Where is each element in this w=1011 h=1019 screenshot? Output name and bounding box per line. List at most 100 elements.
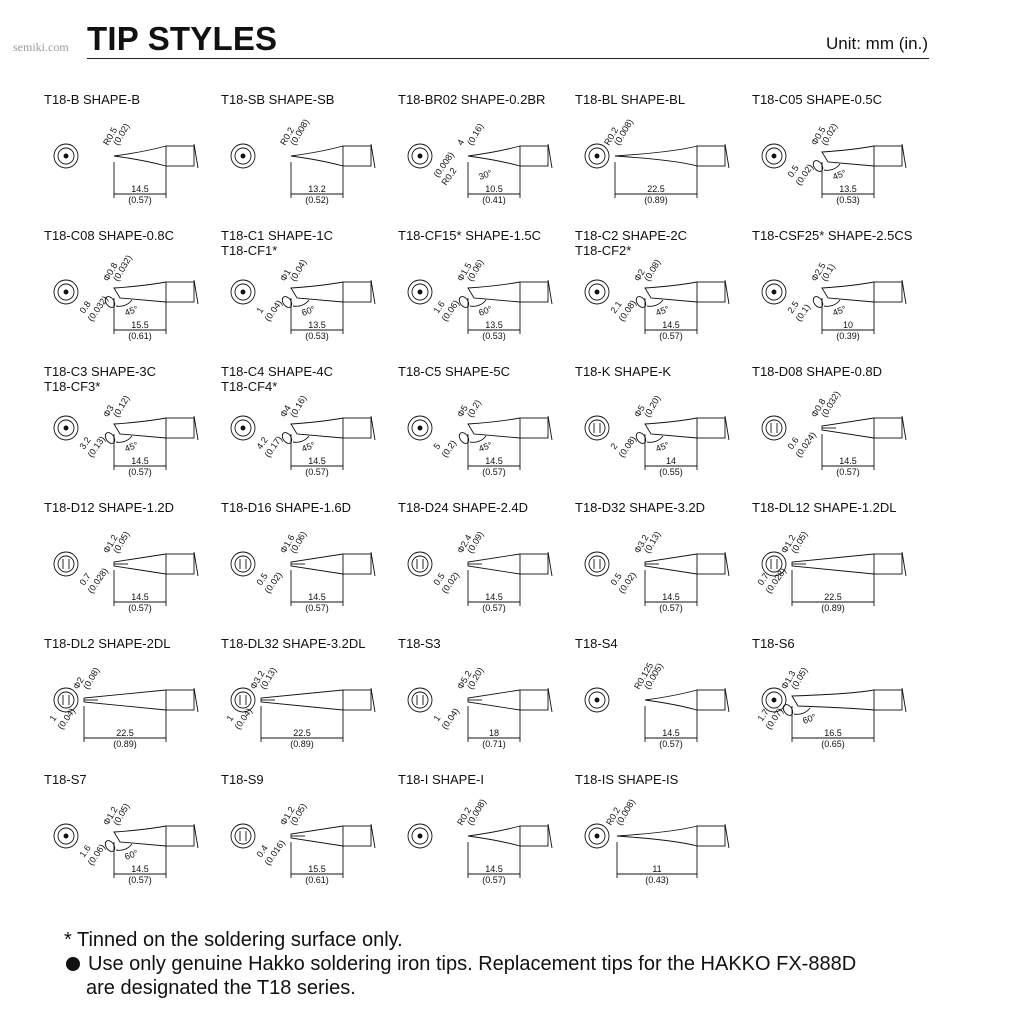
end-view-inner [411, 827, 429, 845]
dimension-label: 15.5 [131, 320, 149, 330]
tip-alt-model-label: T18-CF4* [221, 379, 278, 394]
dimension-label: (0.43) [645, 875, 669, 885]
tip-collar [696, 145, 726, 167]
tip-model-label: T18-DL2 SHAPE-2DL [44, 636, 171, 651]
tip-drawing: 14.5(0.57)Φ3.2(0.13)0.5(0.02) [584, 530, 730, 613]
tip-collar [519, 825, 549, 847]
dimension-label: 13.5 [839, 184, 857, 194]
tip-collar [165, 825, 195, 847]
tip-drawing: 14.5(0.57)R0.125(0.005) [584, 661, 730, 749]
dimension-label: 45° [831, 304, 848, 318]
dimension-label: 1 [47, 713, 58, 723]
dimension-label: 45° [123, 304, 140, 318]
end-view-inner [588, 283, 606, 301]
dimension-label: 14.5 [308, 592, 326, 602]
end-view-outer [53, 279, 79, 305]
dimension-label: 45° [300, 440, 317, 454]
end-view-inner [765, 147, 783, 165]
tip-model-label: T18-D32 SHAPE-3.2D [575, 500, 706, 515]
dimension-label: 45° [654, 440, 671, 454]
end-view-inner [588, 419, 606, 437]
tip-alt-model-label: T18-CF3* [44, 379, 101, 394]
end-view-inner [588, 555, 606, 573]
end-view-inner [411, 691, 429, 709]
tip-collar [165, 553, 195, 575]
tip-model-label: T18-D08 SHAPE-0.8D [752, 364, 883, 379]
end-view-outer [584, 551, 610, 577]
tip-collar [873, 281, 903, 303]
tip-drawing: 10(0.39)Φ2.5(0.1)2.5(0.1)45° [761, 261, 907, 341]
page-title: TIP STYLES [87, 20, 278, 57]
dimension-label: 10.5 [485, 184, 503, 194]
dimension-label: (0.89) [644, 195, 668, 205]
tip-collar [519, 553, 549, 575]
tip-drawing: 16.5(0.65)Φ1.3(0.05)1.7(0.07)60° [755, 666, 907, 749]
tip-model-label: T18-C5 SHAPE-5C [398, 364, 510, 379]
tip-collar [519, 689, 549, 711]
end-view-inner [234, 827, 252, 845]
end-view-inner [588, 691, 606, 709]
tip-collar [873, 553, 903, 575]
dimension-label: 14.5 [131, 456, 149, 466]
end-view-outer [761, 143, 787, 169]
end-view-inner [57, 283, 75, 301]
tip-model-label: T18-DL32 SHAPE-3.2DL [221, 636, 366, 651]
dimension-label: 14.5 [839, 456, 857, 466]
dimension-label: 30° [477, 168, 494, 182]
end-view-outer [230, 143, 256, 169]
tip-drawing: 13.5(0.53)Φ1.5(0.06)1.6(0.06)60° [407, 258, 553, 341]
tip-model-label: T18-K SHAPE-K [575, 364, 672, 379]
dimension-label: (0.16) [465, 122, 485, 147]
end-view-outer [407, 823, 433, 849]
dimension-label: (0.57) [482, 603, 506, 613]
notes: * Tinned on the soldering surface only. … [64, 928, 856, 1000]
tip-collar [165, 689, 195, 711]
dimension-label: (0.65) [821, 739, 845, 749]
title-rule [87, 58, 929, 59]
dimension-label: (0.53) [482, 331, 506, 341]
dimension-label: 45° [654, 304, 671, 318]
tip-model-label: T18-B SHAPE-B [44, 92, 141, 107]
end-view-inner [765, 691, 783, 709]
dimension-label: (0.2) [439, 438, 458, 459]
dimension-label: 10 [843, 320, 853, 330]
tip-model-label: T18-BR02 SHAPE-0.2BR [398, 92, 546, 107]
end-view-outer [53, 415, 79, 441]
dimension-label: (0.89) [113, 739, 137, 749]
dimension-label: (0.20) [642, 394, 662, 419]
dimension-label: 60° [801, 712, 818, 726]
dimension-label: 14.5 [662, 320, 680, 330]
dimension-label: 14.5 [131, 592, 149, 602]
dimension-label: (0.53) [836, 195, 860, 205]
end-view-outer [53, 687, 79, 713]
dimension-label: (0.61) [305, 875, 329, 885]
end-view-inner [588, 827, 606, 845]
tip-model-label: T18-C08 SHAPE-0.8C [44, 228, 175, 243]
dimension-label: (0.04) [439, 706, 461, 731]
tip-collar [165, 417, 195, 439]
dimension-label: 14.5 [485, 592, 503, 602]
dimension-label: (0.57) [482, 875, 506, 885]
tip-collar [696, 417, 726, 439]
dimension-label: (0.57) [659, 603, 683, 613]
dimension-label: 45° [831, 168, 848, 182]
tip-drawing: 11(0.43)R0.2(0.008) [584, 797, 730, 885]
dimension-label: (0.12) [111, 394, 131, 419]
dimension-label: 14 [666, 456, 676, 466]
tip-drawing: 22.5(0.89)Φ2(0.08)1(0.04) [47, 666, 199, 749]
tip-model-label: T18-D16 SHAPE-1.6D [221, 500, 352, 515]
